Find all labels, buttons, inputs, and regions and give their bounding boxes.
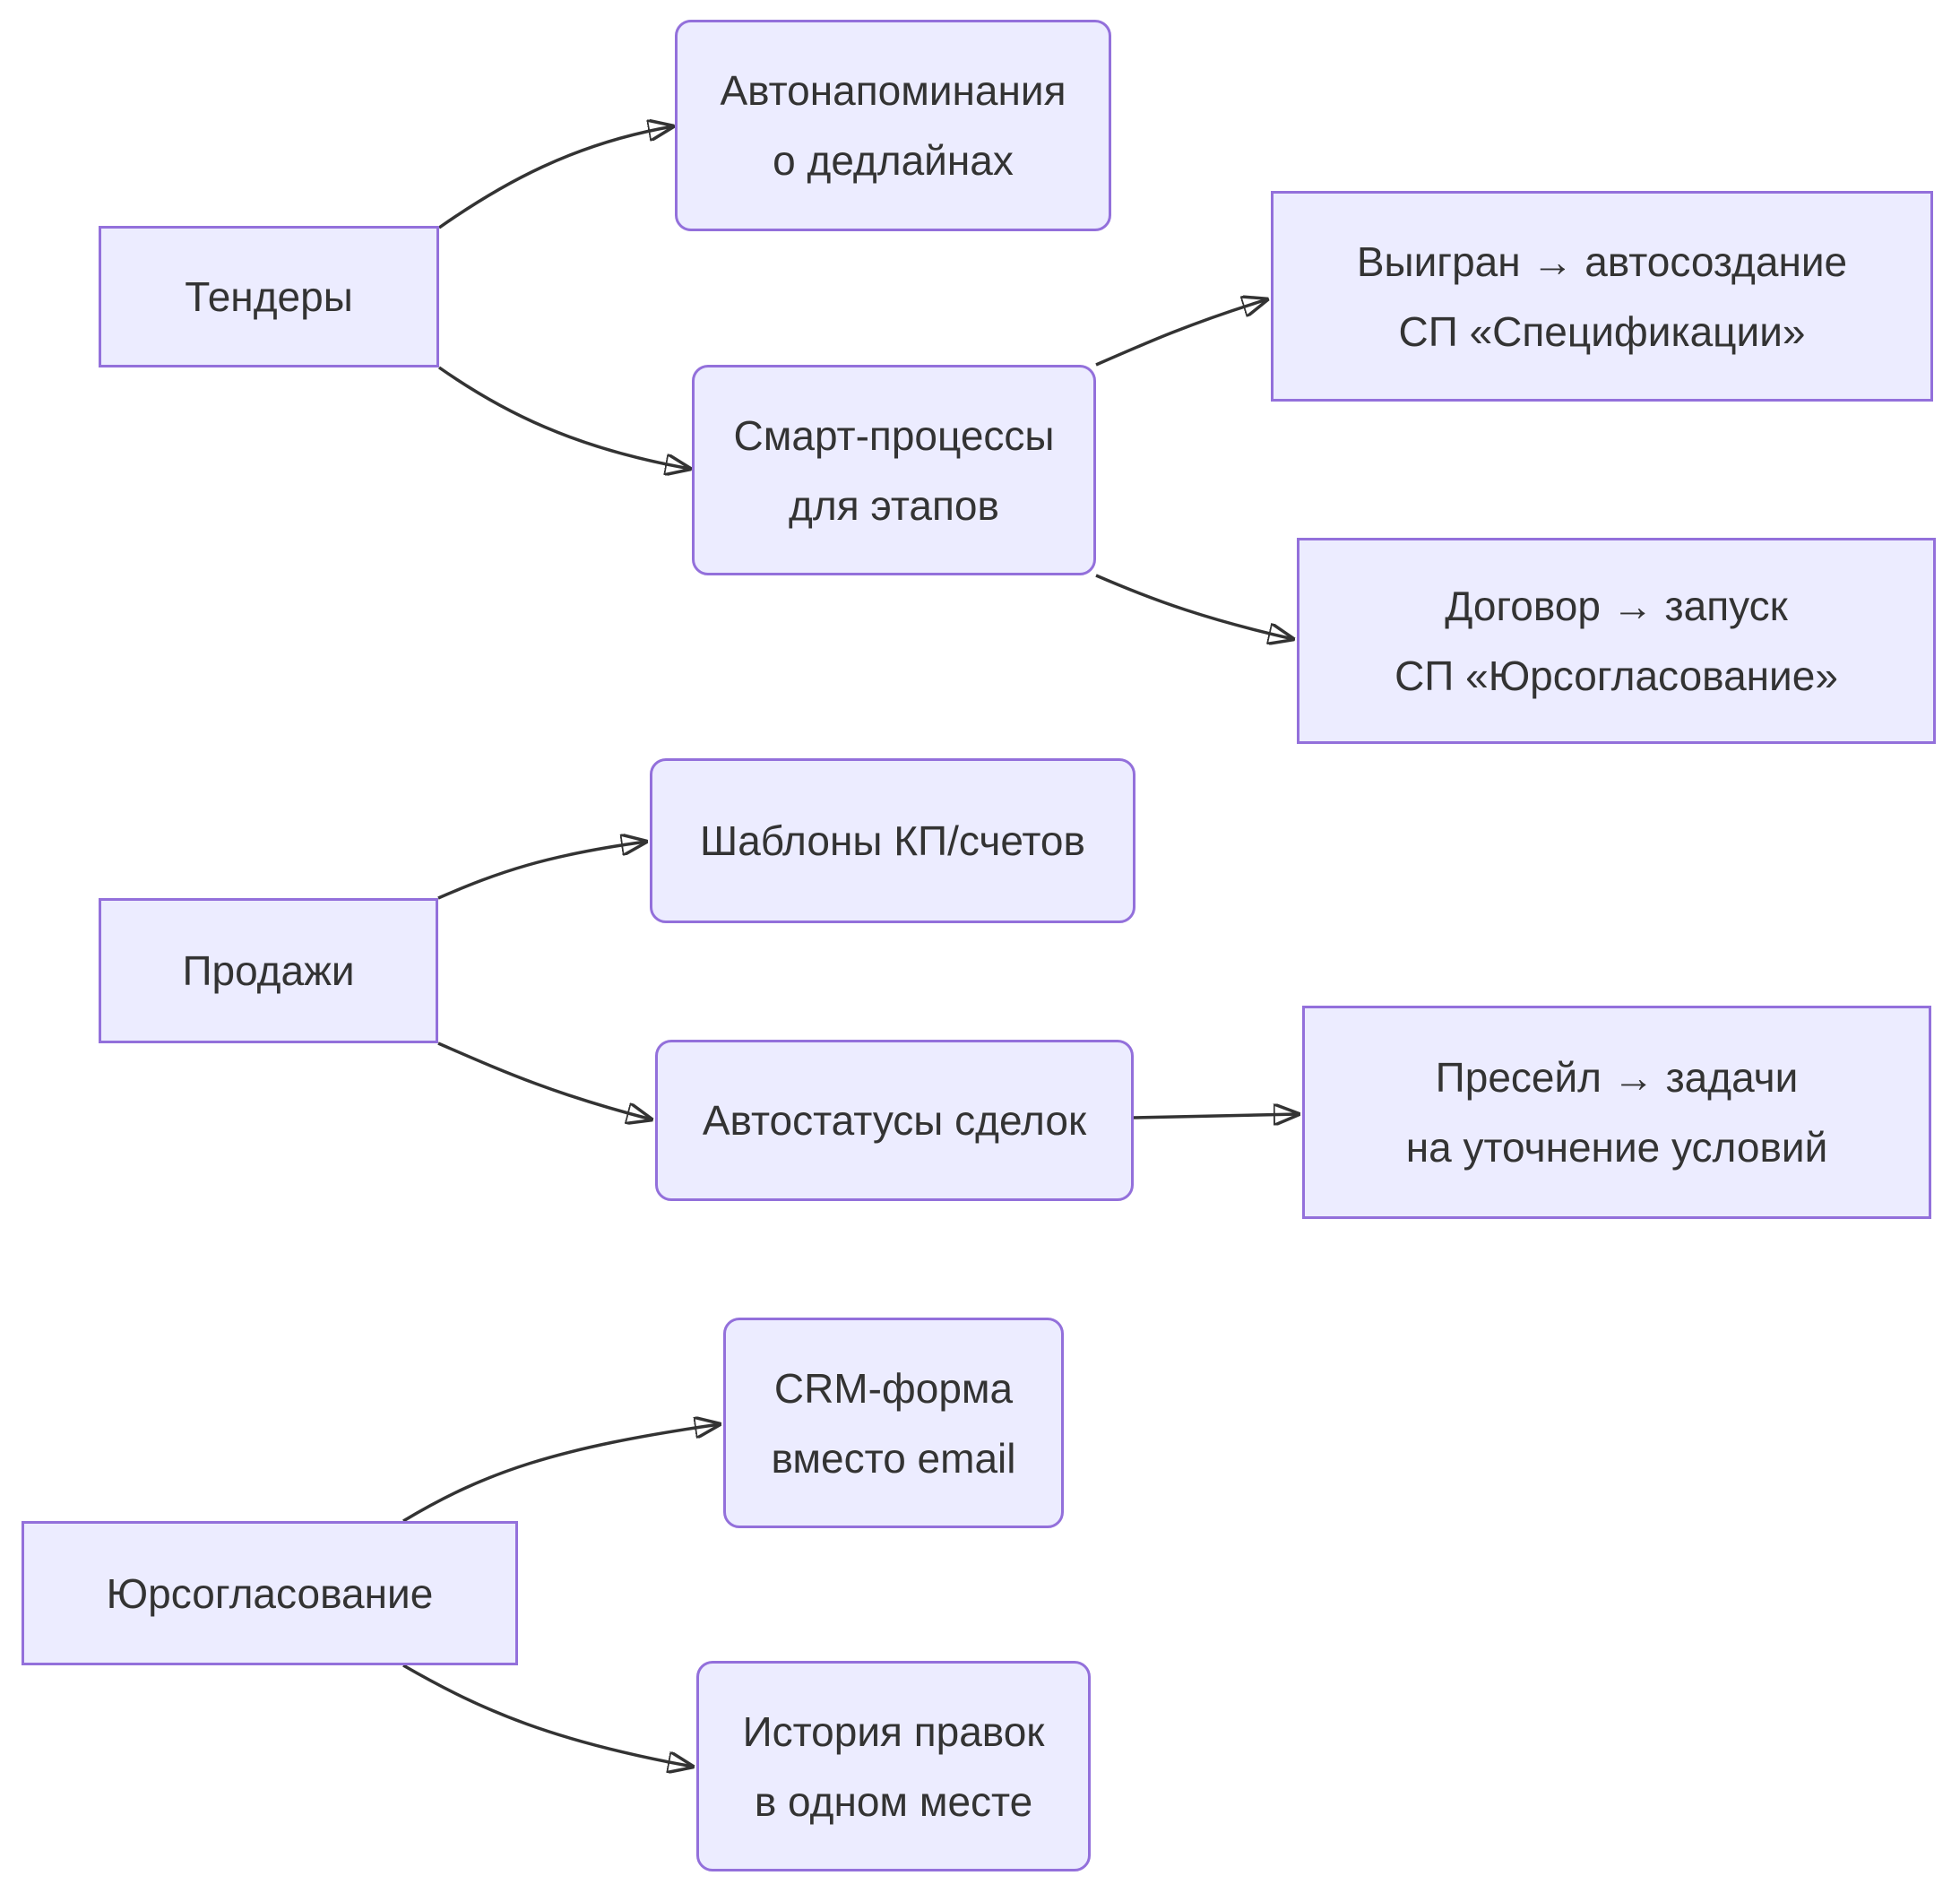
- edge-sales-to-auto-statuses: [437, 1042, 652, 1119]
- node-label: История правок: [742, 1707, 1045, 1755]
- node-label: СП «Спецификации»: [1398, 307, 1806, 355]
- node-label: для этапов: [789, 481, 999, 529]
- node-tenders: Тендеры: [99, 226, 439, 367]
- edge-legal-to-crm-form: [402, 1424, 720, 1523]
- node-label: Юрсогласование: [106, 1569, 434, 1617]
- edge-sales-to-templates: [437, 842, 646, 900]
- node-label: вместо email: [771, 1434, 1016, 1482]
- edge-auto-statuses-to-presale: [1131, 1114, 1299, 1118]
- node-templates: Шаблоны КП/счетов: [650, 758, 1135, 923]
- edge-smart-to-contract-launch: [1095, 574, 1293, 639]
- node-edit-history: История правок в одном месте: [696, 1661, 1091, 1871]
- node-label: Пресейл → задачи: [1435, 1054, 1799, 1101]
- node-label: Выигран → автосоздание: [1356, 238, 1848, 285]
- node-legal-approval: Юрсогласование: [22, 1521, 518, 1665]
- node-label: о дедлайнах: [773, 137, 1014, 184]
- node-label: Смарт-процессы: [733, 411, 1055, 459]
- node-label: Договор → запуск: [1445, 583, 1788, 629]
- node-presale-tasks: Пресейл → задачи на уточнение условий: [1302, 1006, 1931, 1219]
- node-label: в одном месте: [754, 1777, 1033, 1825]
- edge-tenders-to-auto-reminders: [437, 126, 673, 229]
- node-sales: Продажи: [99, 898, 438, 1043]
- node-smart-processes: Смарт-процессы для этапов: [692, 365, 1096, 575]
- node-contract-launch: Договор → запуск СП «Юрсогласование»: [1297, 538, 1936, 744]
- node-label: Автостатусы сделок: [702, 1097, 1087, 1144]
- node-won-autocreate: Выигран → автосоздание СП «Спецификации»: [1271, 191, 1933, 402]
- node-auto-reminders: Автонапоминания о дедлайнах: [675, 20, 1111, 231]
- node-label: Автонапоминания: [720, 67, 1066, 114]
- node-crm-form: CRM-форма вместо email: [723, 1318, 1064, 1528]
- node-label: Шаблоны КП/счетов: [700, 817, 1085, 864]
- node-label: CRM-форма: [773, 1364, 1014, 1412]
- node-auto-statuses: Автостатусы сделок: [655, 1040, 1134, 1201]
- node-label: СП «Юрсогласование»: [1394, 653, 1838, 699]
- node-label: на уточнение условий: [1405, 1124, 1828, 1171]
- edge-smart-to-won-autocreate: [1095, 299, 1267, 367]
- node-label: Продажи: [182, 947, 355, 994]
- edge-legal-to-edit-history: [402, 1664, 693, 1767]
- node-label: Тендеры: [185, 273, 353, 320]
- edge-tenders-to-smart-processes: [437, 366, 690, 469]
